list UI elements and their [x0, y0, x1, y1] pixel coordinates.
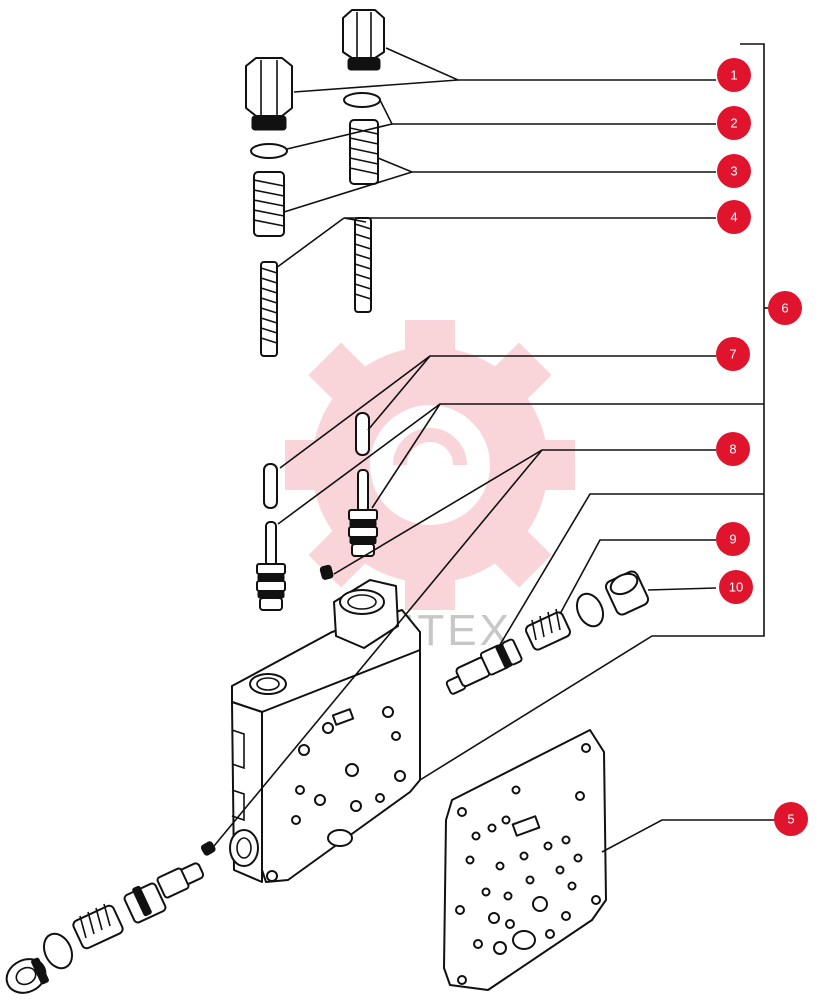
callout-1-label: 1	[730, 68, 737, 83]
leader-9	[559, 539, 716, 615]
spool-bottom-left	[123, 862, 205, 924]
small-plug-bottom	[200, 841, 216, 856]
callout-10: 10	[719, 570, 753, 604]
callout-7-label: 7	[729, 347, 736, 362]
leader-7b	[279, 355, 431, 469]
o-ring-right	[343, 92, 381, 108]
callout-8-label: 8	[729, 442, 736, 457]
o-ring-right-side	[575, 592, 605, 628]
small-plug-top	[319, 564, 334, 580]
spring-right-side	[525, 608, 571, 651]
leader-1a	[385, 47, 716, 81]
callout-4-label: 4	[730, 210, 737, 225]
callout-4: 4	[717, 200, 751, 234]
leader-3b	[283, 171, 413, 213]
leader-spool-b	[277, 403, 441, 525]
spool-left	[256, 521, 286, 611]
o-ring-bottom-left	[42, 932, 74, 970]
valve-body	[229, 579, 421, 883]
callout-6: 6	[768, 291, 802, 325]
plug-left	[245, 57, 293, 131]
separator-plate	[443, 729, 607, 991]
plug-right	[342, 9, 385, 71]
leader-6	[419, 43, 765, 781]
spool-right	[348, 469, 378, 557]
callout-5: 5	[774, 802, 808, 836]
leader-8b	[213, 449, 543, 847]
pin-left	[263, 463, 278, 509]
callout-3: 3	[717, 154, 751, 188]
leader-2a	[379, 99, 716, 125]
spring-long-left	[260, 261, 278, 357]
callout-8: 8	[716, 432, 750, 466]
plug-bottom-left	[5, 957, 49, 994]
spring-large-right	[349, 119, 379, 185]
callout-9: 9	[716, 522, 750, 556]
pin-right	[355, 412, 370, 456]
callout-5-label: 5	[787, 812, 794, 827]
leader-2b	[286, 123, 393, 150]
plug-right-side	[604, 570, 650, 616]
spring-long-right	[354, 217, 372, 313]
leader-5	[601, 819, 776, 853]
o-ring-left	[250, 143, 288, 159]
callout-3-label: 3	[730, 164, 737, 179]
leader-lines	[213, 43, 776, 853]
spring-bottom-left	[72, 903, 124, 950]
leader-1b	[293, 79, 459, 93]
callout-9-label: 9	[729, 532, 736, 547]
spring-large-left	[253, 171, 285, 237]
leader-4b	[275, 217, 345, 269]
leader-10	[647, 587, 717, 591]
leader-3a	[377, 157, 716, 173]
callout-2: 2	[717, 106, 751, 140]
leader-spool-side	[497, 493, 764, 649]
callout-7: 7	[716, 337, 750, 371]
callout-6-label: 6	[781, 301, 788, 316]
callout-10-label: 10	[729, 580, 743, 595]
callout-1: 1	[717, 58, 751, 92]
leader-4a	[343, 217, 716, 223]
callout-2-label: 2	[730, 116, 737, 131]
